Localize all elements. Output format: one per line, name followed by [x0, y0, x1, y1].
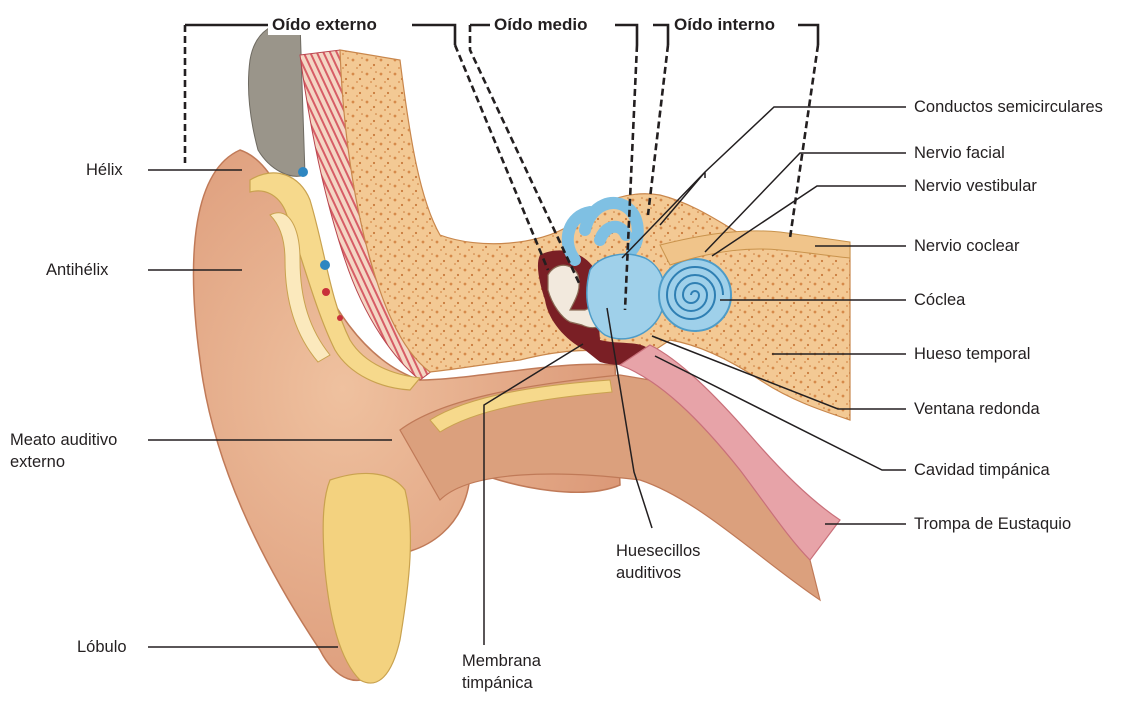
section-outer-ear: Oído externo: [268, 15, 381, 35]
label-tympanic-cavity: Cavidad timpánica: [914, 460, 1050, 481]
inner-ear-bracket-right: [798, 25, 818, 45]
label-helix: Hélix: [86, 160, 123, 181]
outer-ear-bracket-right-dashed: [455, 45, 548, 270]
inner-ear-bracket-right-dashed: [790, 45, 818, 238]
label-facial-nerve: Nervio facial: [914, 143, 1005, 164]
inner-ear-bracket-left: [653, 25, 668, 45]
section-inner-ear: Oído interno: [670, 15, 779, 35]
label-semicircular-canals: Conductos semicirculares: [914, 97, 1103, 118]
cochlea-shape: [659, 259, 731, 331]
hair-shape: [248, 22, 305, 177]
section-middle-ear: Oído medio: [490, 15, 592, 35]
label-round-window: Ventana redonda: [914, 399, 1040, 420]
label-eustachian-tube: Trompa de Eustaquio: [914, 514, 1071, 535]
label-tympanic-membrane-line1: Membrana: [462, 651, 541, 672]
label-ossicles-line1: Huesecillos: [616, 541, 700, 562]
outer-ear-bracket-right: [412, 25, 455, 45]
vessel-dot: [298, 167, 308, 177]
label-temporal-bone: Hueso temporal: [914, 344, 1030, 365]
label-ossicles-line2: auditivos: [616, 563, 681, 584]
label-cochlear-nerve: Nervio coclear: [914, 236, 1019, 257]
vessel-dot: [322, 288, 330, 296]
label-lobule: Lóbulo: [77, 637, 127, 658]
vessel-dot: [337, 315, 343, 321]
label-meatus-line2: externo: [10, 452, 65, 473]
inner-ear-bracket-left-dashed: [648, 45, 668, 215]
label-antihelix: Antihélix: [46, 260, 108, 281]
middle-ear-bracket-right: [615, 25, 637, 45]
label-cochlea: Cóclea: [914, 290, 965, 311]
label-meatus-line1: Meato auditivo: [10, 430, 117, 451]
label-vestibular-nerve: Nervio vestibular: [914, 176, 1037, 197]
vessel-dot: [320, 260, 330, 270]
label-tympanic-membrane-line2: timpánica: [462, 673, 533, 694]
